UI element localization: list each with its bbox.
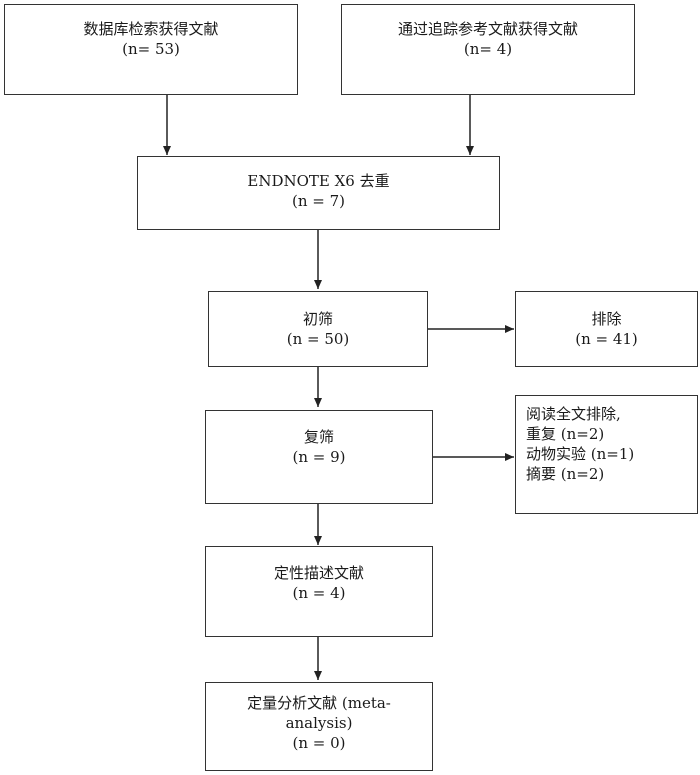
node-initial-screening-count: (n = 50): [286, 330, 350, 348]
node-initial-screening: 初筛 (n = 50): [208, 291, 428, 367]
node-initial-screening-title: 初筛: [302, 310, 333, 328]
node-quantitative-count: (n = 0): [292, 734, 346, 752]
node-excluded-initial-count: (n = 41): [575, 330, 638, 348]
node-database-search-count: (n= 53): [122, 40, 180, 58]
node-excluded-full-text-abstract: 摘要 (n=2): [526, 465, 605, 483]
node-re-screening-title: 复筛: [303, 428, 334, 446]
node-endnote-dedup-count: (n = 7): [291, 192, 345, 210]
node-reference-tracking: 通过追踪参考文献获得文献 (n= 4): [341, 4, 635, 95]
node-quantitative: 定量分析文献 (meta- analysis) (n = 0): [205, 682, 433, 771]
node-quantitative-title-cont: analysis): [285, 714, 353, 732]
node-excluded-initial: 排除 (n = 41): [515, 291, 698, 367]
node-re-screening: 复筛 (n = 9): [205, 410, 433, 504]
node-database-search: 数据库检索获得文献 (n= 53): [4, 4, 298, 95]
node-reference-tracking-title: 通过追踪参考文献获得文献: [397, 20, 578, 38]
node-excluded-initial-title: 排除: [591, 310, 622, 328]
node-reference-tracking-count: (n= 4): [463, 40, 513, 58]
node-re-screening-count: (n = 9): [292, 448, 346, 466]
node-database-search-title: 数据库检索获得文献: [83, 20, 219, 38]
node-qualitative: 定性描述文献 (n = 4): [205, 546, 433, 637]
node-endnote-dedup-title: ENDNOTE X6 去重: [247, 172, 390, 190]
node-quantitative-title: 定量分析文献 (meta-: [247, 694, 391, 712]
node-excluded-full-text: 阅读全文排除, 重复 (n=2) 动物实验 (n=1) 摘要 (n=2): [515, 395, 698, 514]
node-qualitative-title: 定性描述文献: [273, 564, 364, 582]
node-qualitative-count: (n = 4): [292, 584, 346, 602]
node-excluded-full-text-animal: 动物实验 (n=1): [526, 445, 635, 463]
node-excluded-full-text-title: 阅读全文排除,: [526, 405, 621, 423]
node-endnote-dedup: ENDNOTE X6 去重 (n = 7): [137, 156, 500, 230]
node-excluded-full-text-duplicate: 重复 (n=2): [526, 425, 605, 443]
